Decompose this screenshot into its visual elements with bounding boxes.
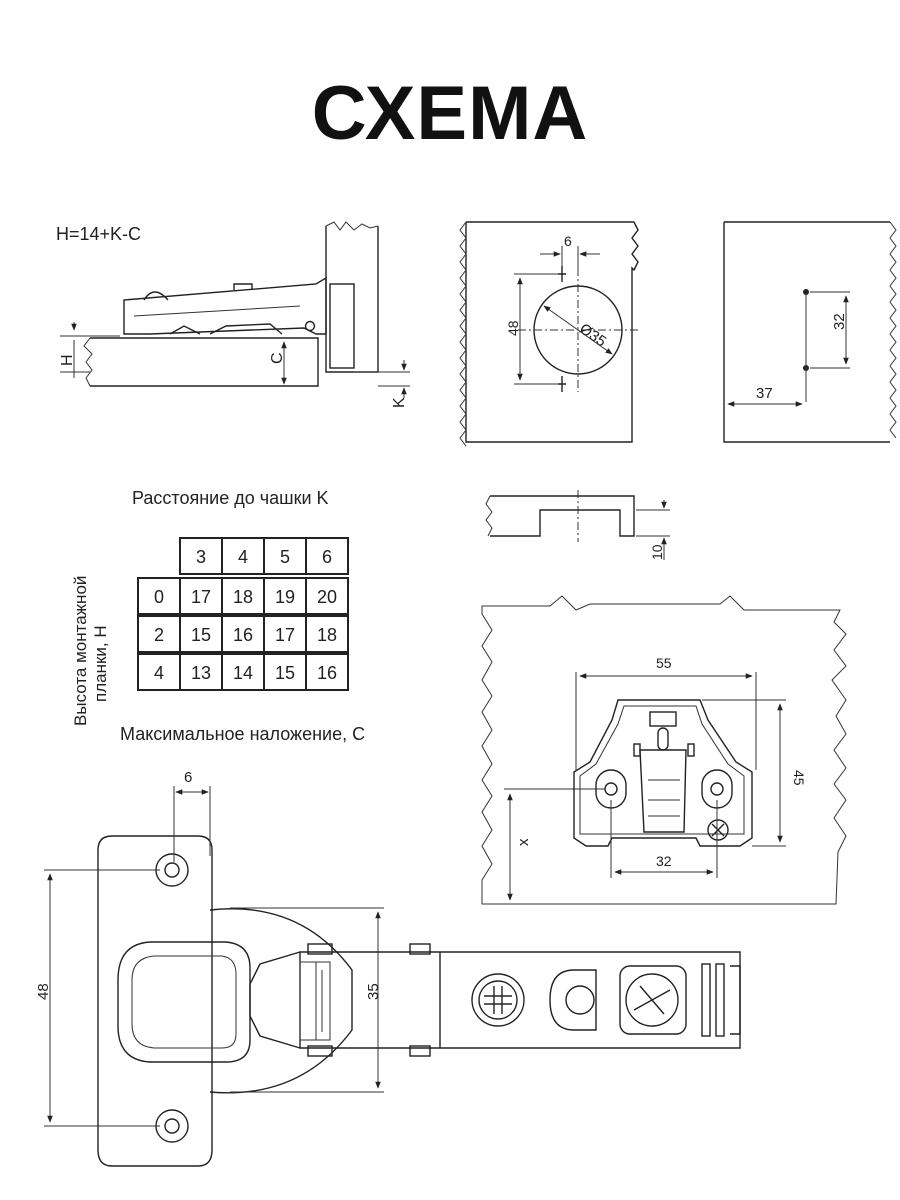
table-col-header: 4 bbox=[238, 547, 248, 567]
mount-height-label: 45 bbox=[791, 770, 807, 786]
hinge-detail-line bbox=[133, 305, 301, 317]
hinge-pin-bottom bbox=[307, 1045, 333, 1057]
plate-panel-outline bbox=[481, 595, 847, 905]
screw-hole-icon bbox=[155, 853, 189, 887]
table-row-header: 4 bbox=[154, 663, 164, 683]
cross-screw-icon bbox=[471, 973, 525, 1027]
break-line bbox=[325, 221, 379, 231]
mount-x-label: x bbox=[515, 838, 532, 846]
mounting-plate-diagram: 55 45 32 x bbox=[481, 595, 847, 905]
page-title: СХЕМА bbox=[311, 71, 589, 156]
plate-center-channel bbox=[639, 749, 687, 833]
table-cell: 19 bbox=[275, 587, 295, 607]
table-cell: 16 bbox=[233, 625, 253, 645]
drilling-panel-outline bbox=[465, 221, 639, 443]
table-row: 4 13 14 15 16 bbox=[137, 653, 349, 691]
dim-k-label: K bbox=[391, 397, 408, 408]
hinge-base-plate bbox=[97, 835, 213, 1167]
table-title: Расстояние до чашки K bbox=[132, 488, 329, 508]
screw-housing bbox=[619, 965, 687, 1035]
hinge-offset-label: 6 bbox=[184, 769, 192, 786]
adjust-screw-icon bbox=[707, 819, 729, 841]
table-row: 0 17 18 19 20 bbox=[137, 577, 349, 615]
cup-drilling-diagram: Ø35 6 48 bbox=[459, 221, 640, 447]
cup-offset-label: 6 bbox=[564, 233, 572, 249]
hinge-cup-arc bbox=[209, 908, 353, 1094]
cup-body bbox=[329, 283, 355, 369]
hinge-top-view-diagram: 6 48 35 bbox=[35, 769, 741, 1167]
table-cell: 13 bbox=[191, 663, 211, 683]
arm-slot bbox=[715, 963, 725, 1037]
mount-width-label: 55 bbox=[656, 655, 672, 671]
right-break-line bbox=[889, 221, 897, 439]
section-break-line bbox=[485, 495, 493, 537]
hinge-adjust bbox=[233, 283, 253, 290]
plate-section-outline bbox=[490, 495, 635, 537]
hinge-pin-top bbox=[307, 943, 333, 955]
plate-drilling-diagram: 32 37 bbox=[723, 221, 897, 443]
door-panel bbox=[90, 337, 319, 387]
plate-spacing-label: 32 bbox=[831, 313, 848, 330]
plate-tab bbox=[649, 711, 677, 727]
table-cell: 18 bbox=[233, 587, 253, 607]
cabinet-side-panel bbox=[325, 226, 379, 373]
hinge-cup-recess bbox=[117, 941, 251, 1063]
cup-diameter-label: Ø35 bbox=[576, 320, 609, 350]
hinge-arm-neck bbox=[249, 951, 301, 1049]
cam-adjuster bbox=[549, 969, 597, 1031]
screw-mark-bottom bbox=[558, 376, 566, 392]
hinge-screw-head bbox=[143, 291, 169, 301]
plate-edge-label: 37 bbox=[756, 385, 773, 402]
adjustment-table: Расстояние до чашки K Высота монтажной п… bbox=[71, 488, 365, 744]
table-row-label-1: Высота монтажной bbox=[71, 576, 90, 726]
table-cell: 18 bbox=[317, 625, 337, 645]
hinge-link-2 bbox=[209, 323, 283, 335]
dim-h-label: H bbox=[59, 354, 76, 366]
dim-c-label: C bbox=[269, 352, 286, 364]
screw-hole-icon bbox=[155, 1109, 189, 1143]
table-cell: 16 bbox=[317, 663, 337, 683]
plate-slot bbox=[657, 727, 669, 751]
plate-notch-left bbox=[633, 743, 641, 757]
table-row-label-2: планки, H bbox=[91, 625, 110, 702]
mounting-plate-body bbox=[573, 699, 753, 847]
table-cell: 15 bbox=[275, 663, 295, 683]
arm-slot bbox=[701, 963, 711, 1037]
left-break-line bbox=[459, 221, 467, 447]
hinge-pin bbox=[304, 320, 316, 332]
table-row: 2 15 16 17 18 bbox=[137, 615, 349, 653]
mount-hole-spacing-label: 32 bbox=[656, 853, 672, 869]
screw-mark-top bbox=[558, 266, 566, 282]
cup-height-label: 48 bbox=[505, 320, 521, 336]
cross-screw-icon bbox=[625, 973, 679, 1027]
plate-panel-outline bbox=[723, 221, 890, 443]
side-view-diagram: H=14+K-C H C K bbox=[56, 221, 410, 408]
table-col-header: 3 bbox=[196, 547, 206, 567]
table-row-header: 2 bbox=[154, 625, 164, 645]
plate-section-diagram: 10 bbox=[485, 490, 670, 560]
table-cell: 15 bbox=[191, 625, 211, 645]
hinge-link bbox=[169, 325, 201, 335]
table-row-header: 0 bbox=[154, 587, 164, 607]
table-header-row: 3 4 5 6 bbox=[179, 537, 349, 575]
plate-notch-right bbox=[687, 743, 695, 757]
table-col-header: 5 bbox=[280, 547, 290, 567]
table-col-header: 6 bbox=[322, 547, 332, 567]
table-cell: 14 bbox=[233, 663, 253, 683]
hinge-screw-spacing-label: 48 bbox=[35, 983, 52, 1000]
table-cell: 17 bbox=[275, 625, 295, 645]
table-cell: 17 bbox=[191, 587, 211, 607]
hinge-cup-label: 35 bbox=[365, 983, 382, 1000]
door-break-line bbox=[83, 337, 93, 387]
table-footer: Максимальное наложение, C bbox=[120, 724, 365, 744]
formula-label: H=14+K-C bbox=[56, 224, 141, 244]
hinge-knuckle bbox=[315, 962, 323, 1040]
table-cell: 20 bbox=[317, 587, 337, 607]
plate-section-height-label: 10 bbox=[649, 544, 665, 560]
